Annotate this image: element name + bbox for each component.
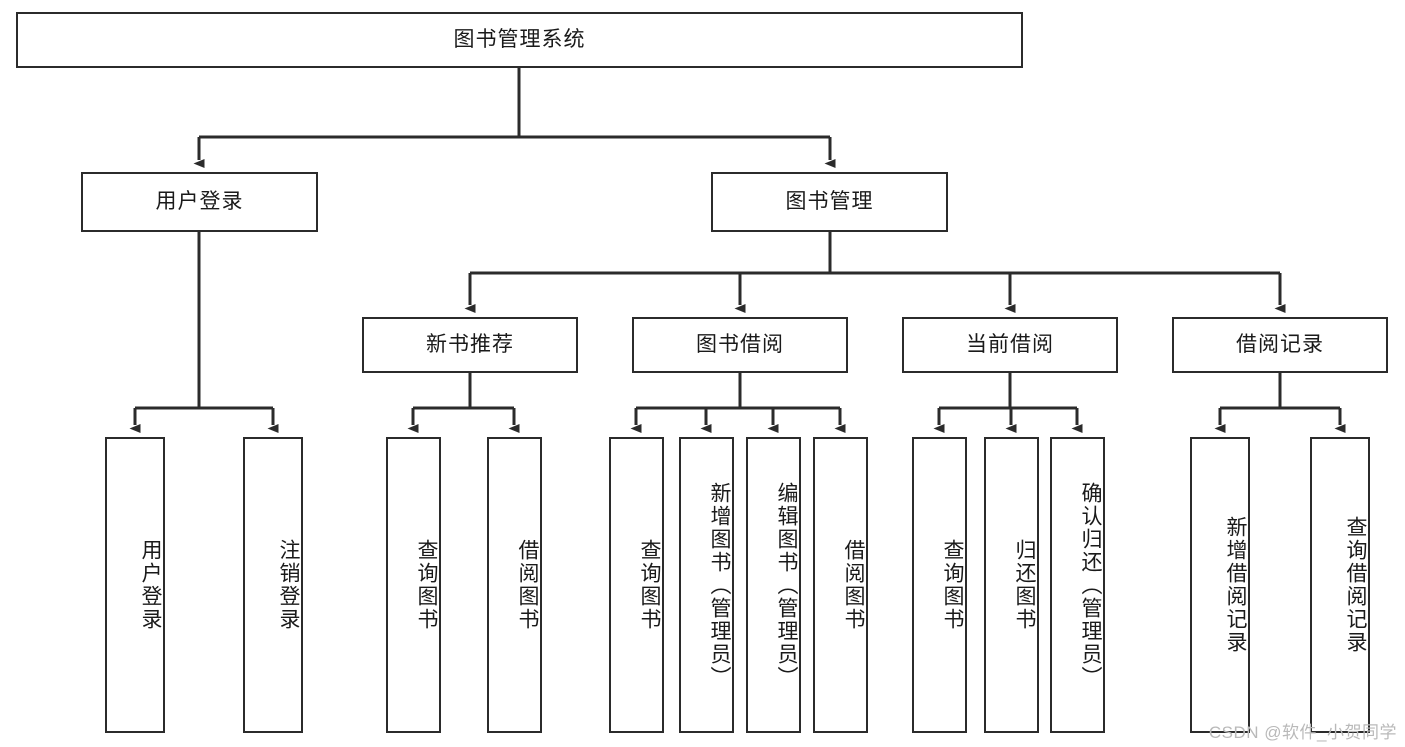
node-book-borrow[interactable]: 图书借阅 — [632, 317, 848, 373]
node-leaf-confirm-return[interactable]: 确认归还（管理员） — [1050, 437, 1105, 733]
node-label: 图书管理 — [785, 190, 874, 214]
node-borrow-record[interactable]: 借阅记录 — [1172, 317, 1388, 373]
node-label: 新书推荐 — [426, 333, 514, 357]
node-label: 新增借阅记录 — [1224, 516, 1247, 654]
node-label: 查询图书 — [638, 539, 661, 631]
node-book-manage[interactable]: 图书管理 — [711, 172, 948, 232]
watermark: CSDN @软件_小贺同学 — [1208, 723, 1397, 742]
node-leaf-query-book-2[interactable]: 查询图书 — [609, 437, 664, 733]
node-label: 确认归还（管理员） — [1079, 481, 1102, 689]
node-root-system[interactable]: 图书管理系统 — [16, 12, 1023, 68]
node-label: 查询图书 — [415, 539, 438, 631]
node-label: 当前借阅 — [966, 333, 1054, 357]
node-label: 用户登录 — [155, 190, 244, 214]
node-label: 新增图书（管理员） — [708, 481, 731, 689]
node-label: 归还图书 — [1013, 539, 1036, 631]
node-label: 注销登录 — [277, 539, 300, 631]
node-label: 图书管理系统 — [453, 28, 586, 52]
node-label: 用户登录 — [139, 539, 162, 631]
node-leaf-user-login[interactable]: 用户登录 — [105, 437, 165, 733]
node-new-book-recommend[interactable]: 新书推荐 — [362, 317, 578, 373]
node-leaf-edit-book[interactable]: 编辑图书（管理员） — [746, 437, 801, 733]
node-leaf-user-logout[interactable]: 注销登录 — [243, 437, 303, 733]
node-leaf-borrow-book-1[interactable]: 借阅图书 — [487, 437, 542, 733]
node-current-borrow[interactable]: 当前借阅 — [902, 317, 1118, 373]
node-label: 借阅图书 — [842, 539, 865, 631]
node-leaf-add-book[interactable]: 新增图书（管理员） — [679, 437, 734, 733]
node-leaf-add-record[interactable]: 新增借阅记录 — [1190, 437, 1250, 733]
node-user-login[interactable]: 用户登录 — [81, 172, 318, 232]
node-label: 查询图书 — [941, 539, 964, 631]
node-label: 借阅图书 — [516, 539, 539, 631]
node-leaf-query-book-1[interactable]: 查询图书 — [386, 437, 441, 733]
node-leaf-return-book[interactable]: 归还图书 — [984, 437, 1039, 733]
node-label: 编辑图书（管理员） — [775, 481, 798, 689]
node-label: 图书借阅 — [696, 333, 784, 357]
node-leaf-borrow-book-2[interactable]: 借阅图书 — [813, 437, 868, 733]
node-label: 借阅记录 — [1236, 333, 1324, 357]
node-leaf-query-record[interactable]: 查询借阅记录 — [1310, 437, 1370, 733]
node-label: 查询借阅记录 — [1344, 516, 1367, 654]
node-leaf-query-book-3[interactable]: 查询图书 — [912, 437, 967, 733]
